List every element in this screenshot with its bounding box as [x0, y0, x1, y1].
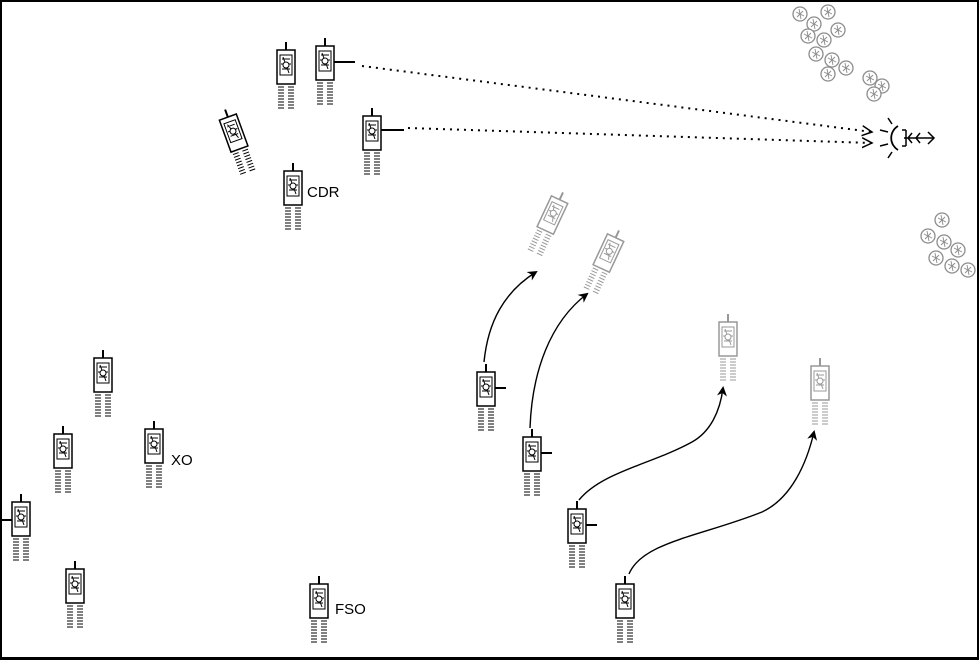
move-arrow-3 [578, 386, 727, 501]
vehicle-cmd-1 [276, 41, 296, 109]
vehicle-xo-3 [2, 493, 31, 561]
vehicle-cmd-3 [215, 105, 258, 176]
enemy-target-icon [879, 117, 936, 159]
vehicle-cmd-4 [362, 107, 404, 175]
fire-line-lower [407, 127, 872, 143]
vehicle-move-1 [476, 363, 506, 431]
vehicle-ghost-2 [581, 225, 629, 296]
vehicle-xo [144, 420, 164, 488]
vehicle-ghost-1 [525, 187, 573, 258]
move-arrow-2 [529, 292, 589, 429]
vehicle-cmd-2 [315, 37, 355, 105]
label-fso: FSO [335, 601, 366, 618]
fire-line-upper [361, 65, 872, 132]
vehicle-move-4 [615, 575, 635, 643]
move-arrow-1 [483, 270, 538, 363]
vehicle-xo-1 [93, 349, 113, 417]
vehicle-cdr [283, 162, 303, 230]
vehicle-move-3 [567, 500, 597, 568]
tree-cluster-right [920, 212, 976, 278]
move-arrow-4 [628, 430, 818, 575]
tree-cluster-top [792, 4, 890, 102]
vehicle-ghost-3 [718, 313, 738, 381]
vehicle-fso [309, 575, 329, 643]
label-xo: XO [171, 452, 193, 469]
vehicle-ghost-4 [810, 357, 830, 425]
vehicle-move-2 [522, 428, 552, 496]
label-cdr: CDR [307, 184, 340, 201]
vehicle-xo-2 [53, 425, 73, 493]
vehicle-xo-4 [65, 560, 85, 628]
